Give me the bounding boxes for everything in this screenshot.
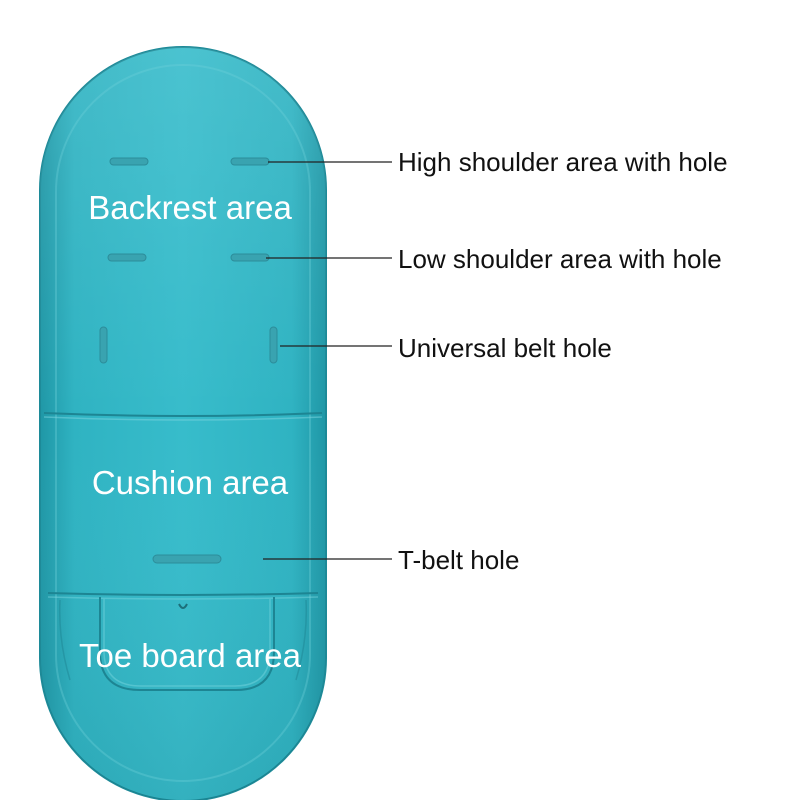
toe-board-emboss-highlight <box>103 599 271 687</box>
high-shoulder-hole-left <box>109 157 149 166</box>
low-shoulder-hole-right <box>230 253 270 262</box>
low-shoulder-hole-left <box>107 253 147 262</box>
pad-sheen <box>40 47 326 800</box>
seam-cushion-toe-highlight <box>47 596 319 600</box>
seam-cushion-toe <box>47 592 319 596</box>
callout-t-belt: T-belt hole <box>398 545 519 575</box>
zone-label-toe-board: Toe board area <box>79 637 302 674</box>
pad-inner-rim <box>55 64 311 782</box>
seat-pad: Backrest area Cushion area Toe board are… <box>39 46 327 800</box>
callout-low-shoulder: Low shoulder area with hole <box>398 244 722 274</box>
callout-high-shoulder: High shoulder area with hole <box>398 147 728 177</box>
toe-board-emboss <box>99 597 275 691</box>
zone-label-backrest: Backrest area <box>88 189 292 226</box>
t-belt-hole <box>152 554 222 564</box>
toe-board-side-line-right <box>295 599 308 681</box>
callouts: High shoulder area with hole Low shoulde… <box>263 147 728 575</box>
universal-belt-hole-right <box>269 326 278 364</box>
high-shoulder-hole-right <box>230 157 270 166</box>
heart-mark <box>178 603 188 609</box>
seam-backrest-cushion-highlight <box>43 416 323 421</box>
callout-universal-belt: Universal belt hole <box>398 333 612 363</box>
seam-backrest-cushion <box>43 412 323 417</box>
universal-belt-hole-left <box>99 326 108 364</box>
toe-board-side-line-left <box>58 599 71 681</box>
zone-label-cushion: Cushion area <box>92 464 289 501</box>
